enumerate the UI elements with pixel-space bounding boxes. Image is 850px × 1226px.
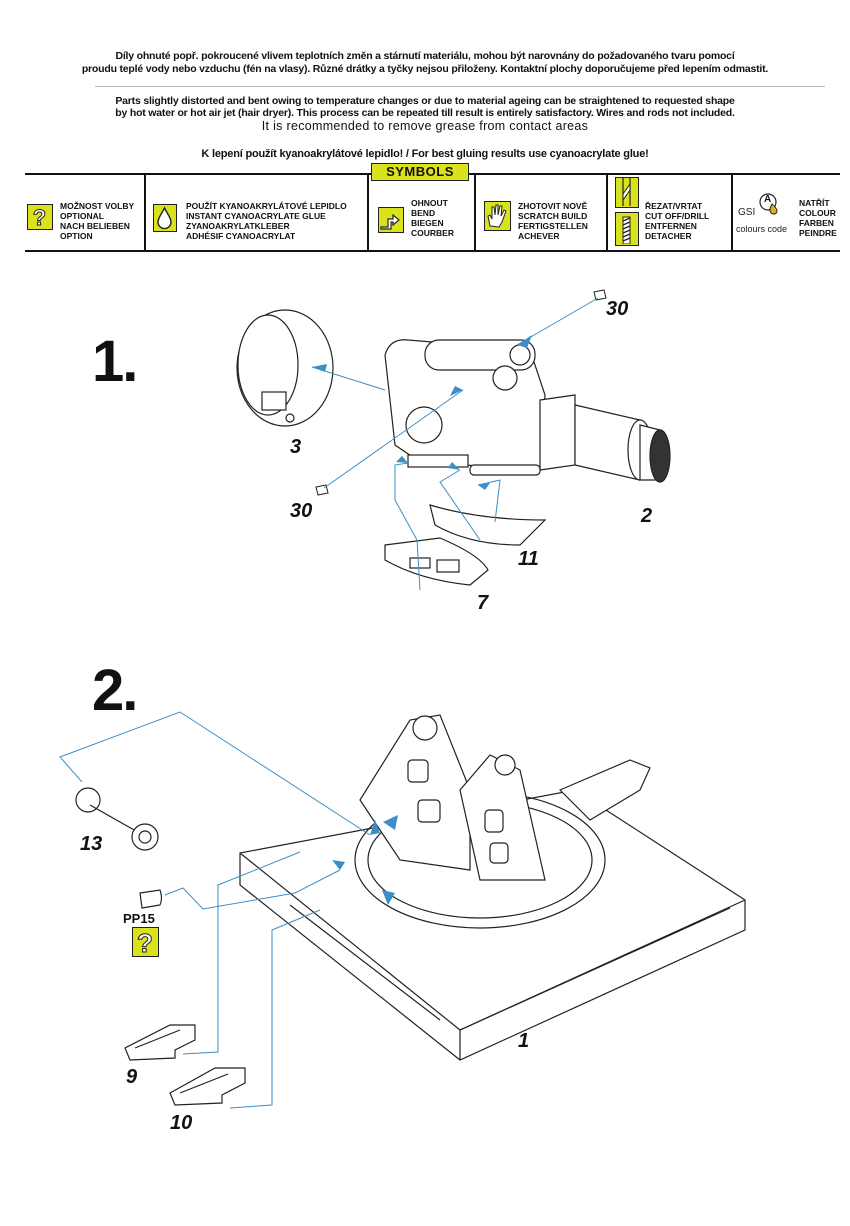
paint-badge: A [764,194,772,205]
step-2-number: 2. [92,658,138,723]
symbols-title: SYMBOLS [371,163,469,181]
legend-divider [144,175,146,250]
part-number-7: 7 [477,592,489,614]
part-number-30: 30 [606,298,629,320]
part-pp15-wedge [139,889,163,909]
part-number-30: 30 [290,500,313,522]
part-number-10: 10 [170,1112,193,1134]
bend-arrow-icon [378,207,404,233]
hand-icon [484,201,511,231]
legend-optional-text: MOŽNOST VOLBY OPTIONAL NACH BELIEBEN OPT… [60,201,135,241]
part-number-9: 9 [126,1066,138,1088]
svg-text:?: ? [33,205,46,228]
part-1-gun-mount-cradle [359,714,651,881]
part-3-cover [236,309,334,427]
english-note-line-3: It is recommended to remove grease from … [261,119,589,133]
part-9-bracket [124,1024,196,1061]
legend-bend-text: OHNOUT BEND BIEGEN COURBER [411,198,454,238]
question-mark-icon: ? [27,204,53,231]
legend-glue-text: POUŽÍT KYANOAKRYLÁTOVÉ LEPIDLO INSTANT C… [186,201,347,241]
drill-icon [615,212,639,246]
legend-paint-text: NATŘÍT COLOUR FARBEN PEINDRE [799,198,837,238]
english-note-line-1: Parts slightly distorted and bent owing … [115,95,735,107]
glue-drop-icon [153,204,177,232]
cut-icon [615,177,639,208]
divider [95,86,825,87]
english-note-line-2: by hot water or hot air jet (hair dryer)… [115,107,735,119]
czech-note-line-1: Díly ohnuté popř. pokroucené vlivem tepl… [115,50,735,62]
part-7-gear-segment [384,537,489,586]
optional-question-mark-icon: ? [132,927,159,959]
step-1-number: 1. [92,329,138,394]
part-number-3: 3 [290,436,302,458]
part-10-bracket [169,1067,246,1106]
glue-note: K lepení použít kyanoakrylátové lepidlo!… [201,148,649,160]
czech-note-line-2: proudu teplé vody nebo vzduchu (fén na v… [81,63,769,75]
part-number-11: 11 [518,548,539,570]
part-number-pp15: PP15 [123,911,155,926]
leader-arrows-step-1 [312,335,532,490]
legend-bottom-rule [25,250,840,252]
legend-divider [367,175,369,250]
legend-cut-text: ŘEZAT/VRTAT CUT OFF/DRILL ENTFERNEN DETA… [645,201,710,241]
leader-lines-step-2 [59,711,371,1109]
part-number-1: 1 [518,1030,530,1052]
gsi-label: GSI [738,207,756,218]
legend-scratch-text: ZHOTOVIT NOVĚ SCRATCH BUILD FERTIGSTELLE… [518,201,588,241]
part-11-gear-segment [429,504,547,546]
part-number-2: 2 [641,505,653,527]
part-13-gear-shaft [75,787,159,851]
gsi-colours-code: colours code [736,224,788,234]
paint-icon: A [758,192,782,216]
leader-arrows-step-2 [332,815,398,905]
legend-divider [606,175,608,250]
part-number-13: 13 [80,833,103,855]
legend-divider [474,175,476,250]
svg-text:?: ? [137,928,153,955]
legend-divider [731,175,733,250]
